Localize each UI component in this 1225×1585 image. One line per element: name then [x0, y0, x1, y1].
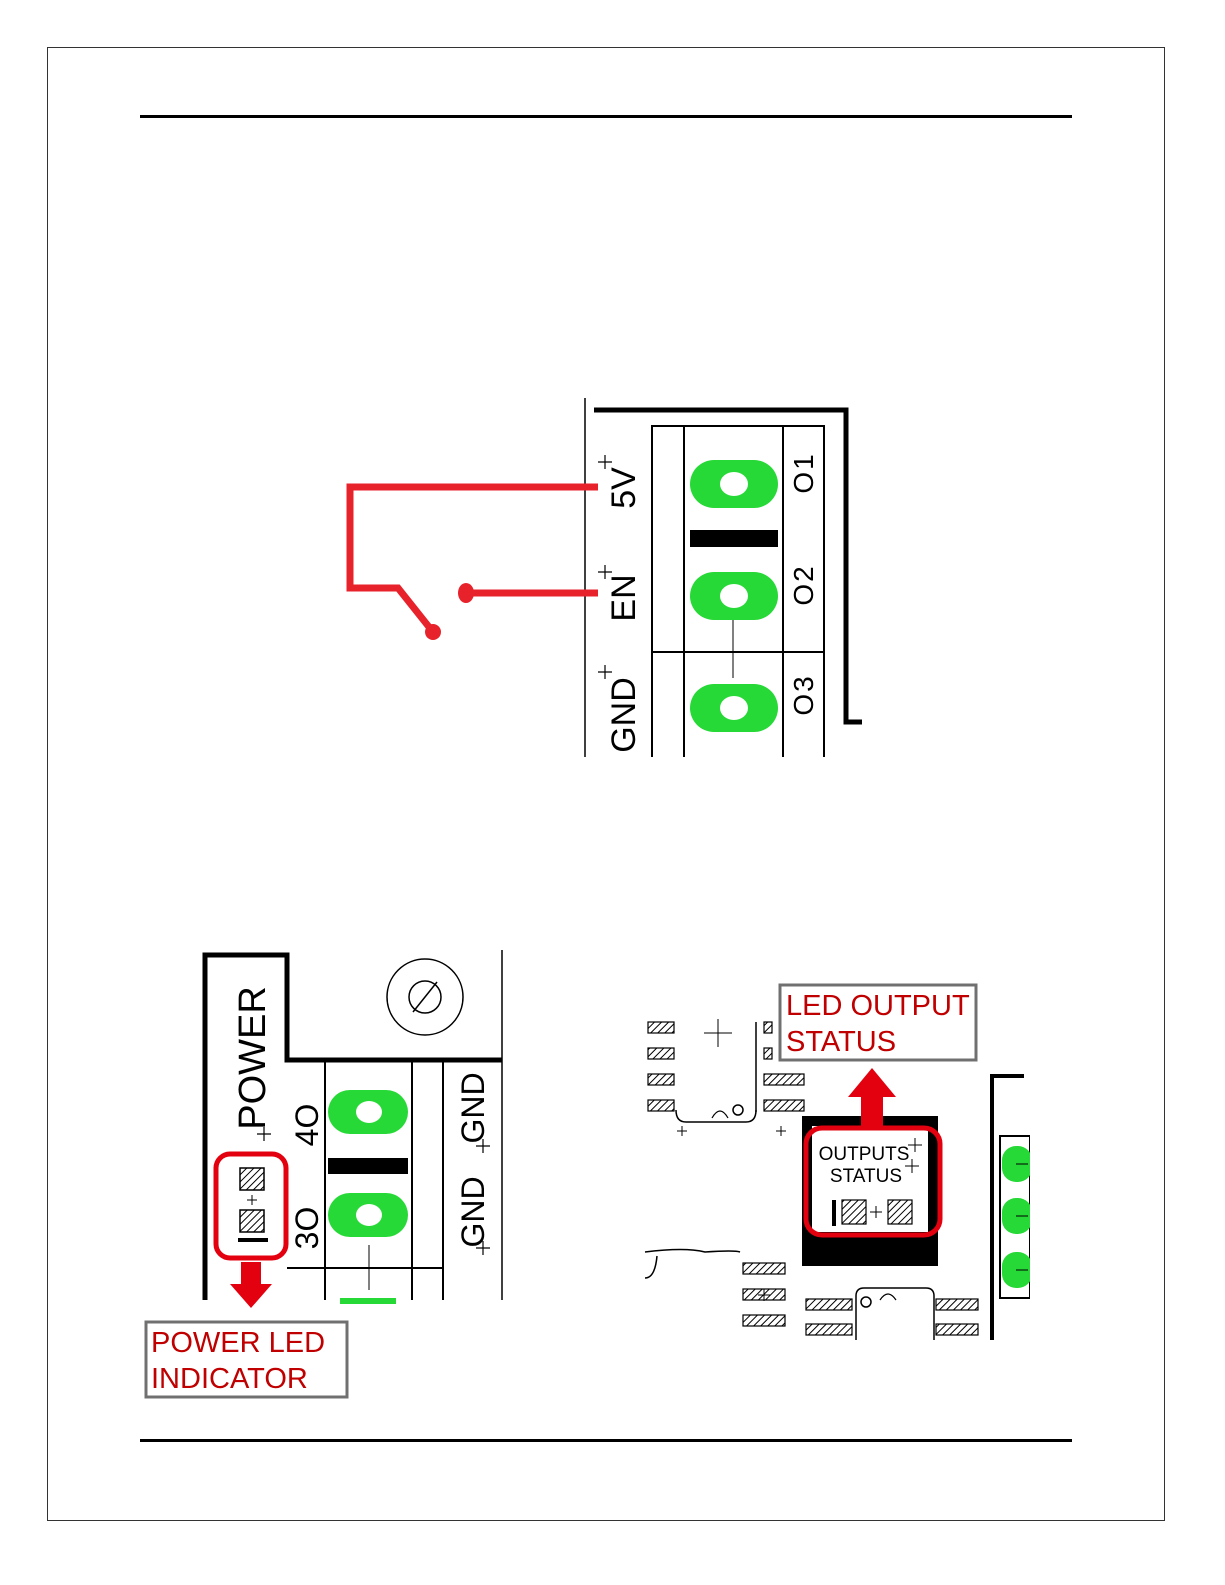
switch-wire-lever	[350, 487, 598, 632]
jumper-bar	[690, 530, 778, 547]
status-callout-line1: LED OUTPUT	[786, 990, 970, 1022]
terminal-label-en: EN	[605, 574, 643, 621]
switch-wiring-svg: 5V EN GND O1 O2 O3	[330, 395, 870, 757]
power-callout-line2: INDICATOR	[151, 1363, 308, 1395]
header-rule	[140, 115, 1072, 118]
lower-pads	[743, 1263, 978, 1335]
power-arrow-shaft	[241, 1262, 261, 1286]
terminal-label-gnd: GND	[605, 677, 643, 753]
power-pad-partial	[340, 1298, 396, 1304]
power-led-pad-bottom	[240, 1210, 264, 1232]
terminal-label-5v: 5V	[605, 467, 643, 509]
output-label-o2: O2	[788, 564, 819, 605]
terminal-pad-2	[690, 572, 778, 620]
status-led-pad-left	[842, 1200, 866, 1224]
power-pad-3	[328, 1193, 408, 1237]
output-label-o1: O1	[788, 452, 819, 493]
board-outline	[594, 410, 862, 722]
power-led-diagram: POWER 4O 3O GND GND POWER LED INDICATOR	[140, 945, 510, 1405]
output-status-svg: OUTPUTS STATUS LED OUTPUT STATUS	[640, 980, 1030, 1345]
power-arrow-down-icon	[230, 1284, 272, 1308]
status-callout-line2: STATUS	[786, 1026, 896, 1058]
footer-rule	[140, 1439, 1072, 1442]
status-led-pad-right	[888, 1200, 912, 1224]
right-pads-partial	[1002, 1146, 1030, 1288]
power-led-svg: POWER 4O 3O GND GND POWER LED INDICATOR	[140, 945, 510, 1405]
power-output-label-4: 4O	[289, 1104, 325, 1147]
switch-contact-dot	[458, 583, 474, 603]
terminal-pad-1	[690, 460, 778, 508]
terminal-pad-3	[690, 684, 778, 732]
power-callout-line1: POWER LED	[151, 1327, 325, 1359]
power-led-pad-top	[240, 1168, 264, 1190]
output-status-led-diagram: OUTPUTS STATUS LED OUTPUT STATUS	[640, 980, 1030, 1345]
switch-pivot-dot	[425, 624, 441, 640]
power-pad-4	[328, 1090, 408, 1134]
silk-outputs-label: OUTPUTS	[819, 1144, 910, 1165]
power-jumper-bar	[328, 1158, 408, 1174]
status-arrow-up-icon	[848, 1068, 896, 1097]
power-header-label: POWER	[232, 986, 274, 1130]
power-gnd-label-2: GND	[455, 1176, 491, 1247]
enable-switch-wiring-diagram: 5V EN GND O1 O2 O3	[330, 395, 870, 757]
status-arrow-shaft	[861, 1093, 883, 1127]
output-label-o3: O3	[788, 674, 819, 715]
power-gnd-label-1: GND	[455, 1072, 491, 1143]
power-output-label-3: 3O	[289, 1207, 325, 1250]
silk-status-label: STATUS	[830, 1166, 902, 1187]
